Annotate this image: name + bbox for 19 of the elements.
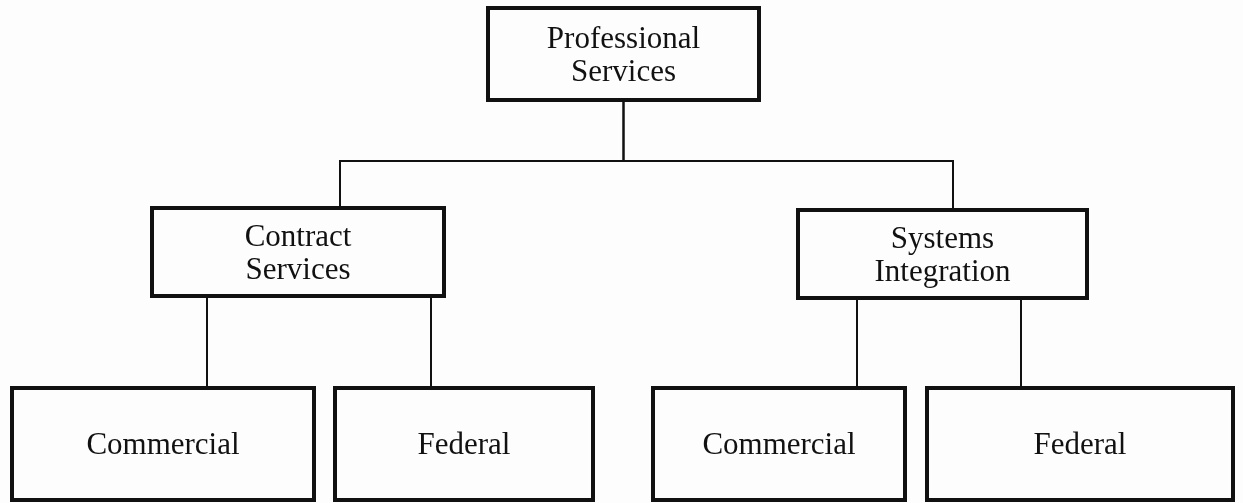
unit-label: Professional Services (545, 20, 702, 88)
org-box (796, 208, 1089, 300)
connector-line (430, 297, 432, 387)
unit-label: Contract Services (243, 218, 353, 286)
org-box (10, 386, 316, 502)
org-box (486, 6, 761, 102)
org-box (925, 386, 1235, 502)
unit-label: Commercial (702, 427, 856, 461)
unit-label: Systems Integration (873, 220, 1012, 288)
connector-line (1020, 299, 1022, 387)
org-box (651, 386, 907, 502)
org-box (150, 206, 446, 298)
connector-line (856, 299, 858, 387)
org-box (333, 386, 595, 502)
unit-label: Federal (417, 427, 511, 461)
unit-label: Commercial (86, 427, 240, 461)
connector-line (622, 101, 954, 209)
unit-label: Federal (1033, 427, 1127, 461)
connector-line (206, 297, 208, 387)
